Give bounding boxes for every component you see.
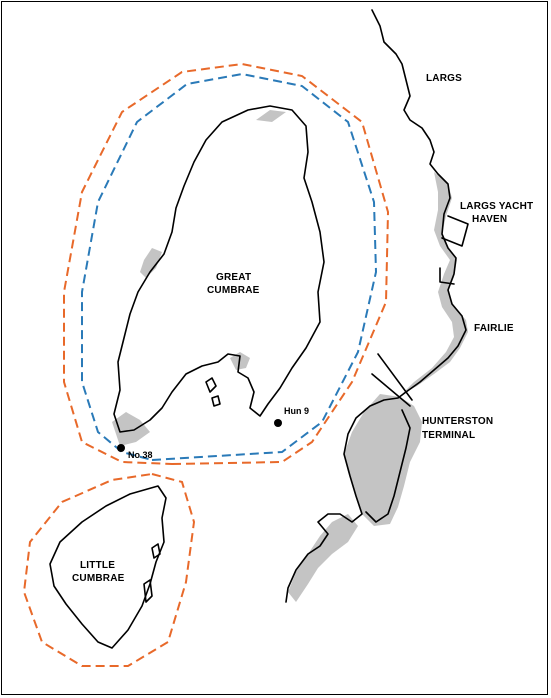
mainland-intertidal-north <box>402 172 468 394</box>
intertidal-areas <box>112 110 468 602</box>
hunterston-jetty <box>371 353 413 407</box>
label-hunterston-line1: HUNTERSTON <box>422 416 493 427</box>
islet-2 <box>211 395 221 407</box>
islet-1 <box>205 377 217 393</box>
label-great-cumbrae-line2: CUMBRAE <box>207 285 260 296</box>
label-point-hun9: Hun 9 <box>284 406 309 416</box>
largs-yacht-haven-breakwater <box>441 215 469 247</box>
southern-mainland-intertidal <box>288 514 358 602</box>
hunterston-peninsula-inner <box>365 409 411 523</box>
label-fairlie: FAIRLIE <box>474 323 514 334</box>
little-cumbrae-islet-2 <box>143 579 153 603</box>
hunterston-intertidal <box>344 394 422 526</box>
label-point-no38: No 38 <box>128 450 153 460</box>
blue-boundary-great-cumbrae <box>81 72 378 462</box>
orange-boundary-little-cumbrae <box>22 472 196 667</box>
point-hun9-marker <box>274 419 282 427</box>
point-no38-marker <box>117 444 125 452</box>
great-cumbrae-intertidal-west <box>140 248 162 278</box>
great-cumbrae-coast <box>113 105 325 433</box>
label-great-cumbrae-line1: GREAT <box>216 272 251 283</box>
label-little-cumbrae-line2: CUMBRAE <box>72 573 125 584</box>
label-largs-yacht-haven-line2: HAVEN <box>472 214 507 225</box>
label-hunterston-line2: TERMINAL <box>422 430 475 441</box>
orange-boundary-great-cumbrae <box>63 62 390 466</box>
coastlines <box>49 9 469 649</box>
great-cumbrae-intertidal-north <box>256 110 286 122</box>
great-cumbrae-intertidal-south <box>112 412 150 446</box>
little-cumbrae-islet-1 <box>151 543 161 559</box>
little-cumbrae-coast <box>49 485 167 649</box>
label-largs-yacht-haven-line1: LARGS YACHT <box>460 201 533 212</box>
mainland-coast <box>285 9 467 603</box>
label-largs: LARGS <box>426 73 462 84</box>
label-little-cumbrae-line1: LITTLE <box>80 560 115 571</box>
fairlie-pier <box>439 267 455 285</box>
